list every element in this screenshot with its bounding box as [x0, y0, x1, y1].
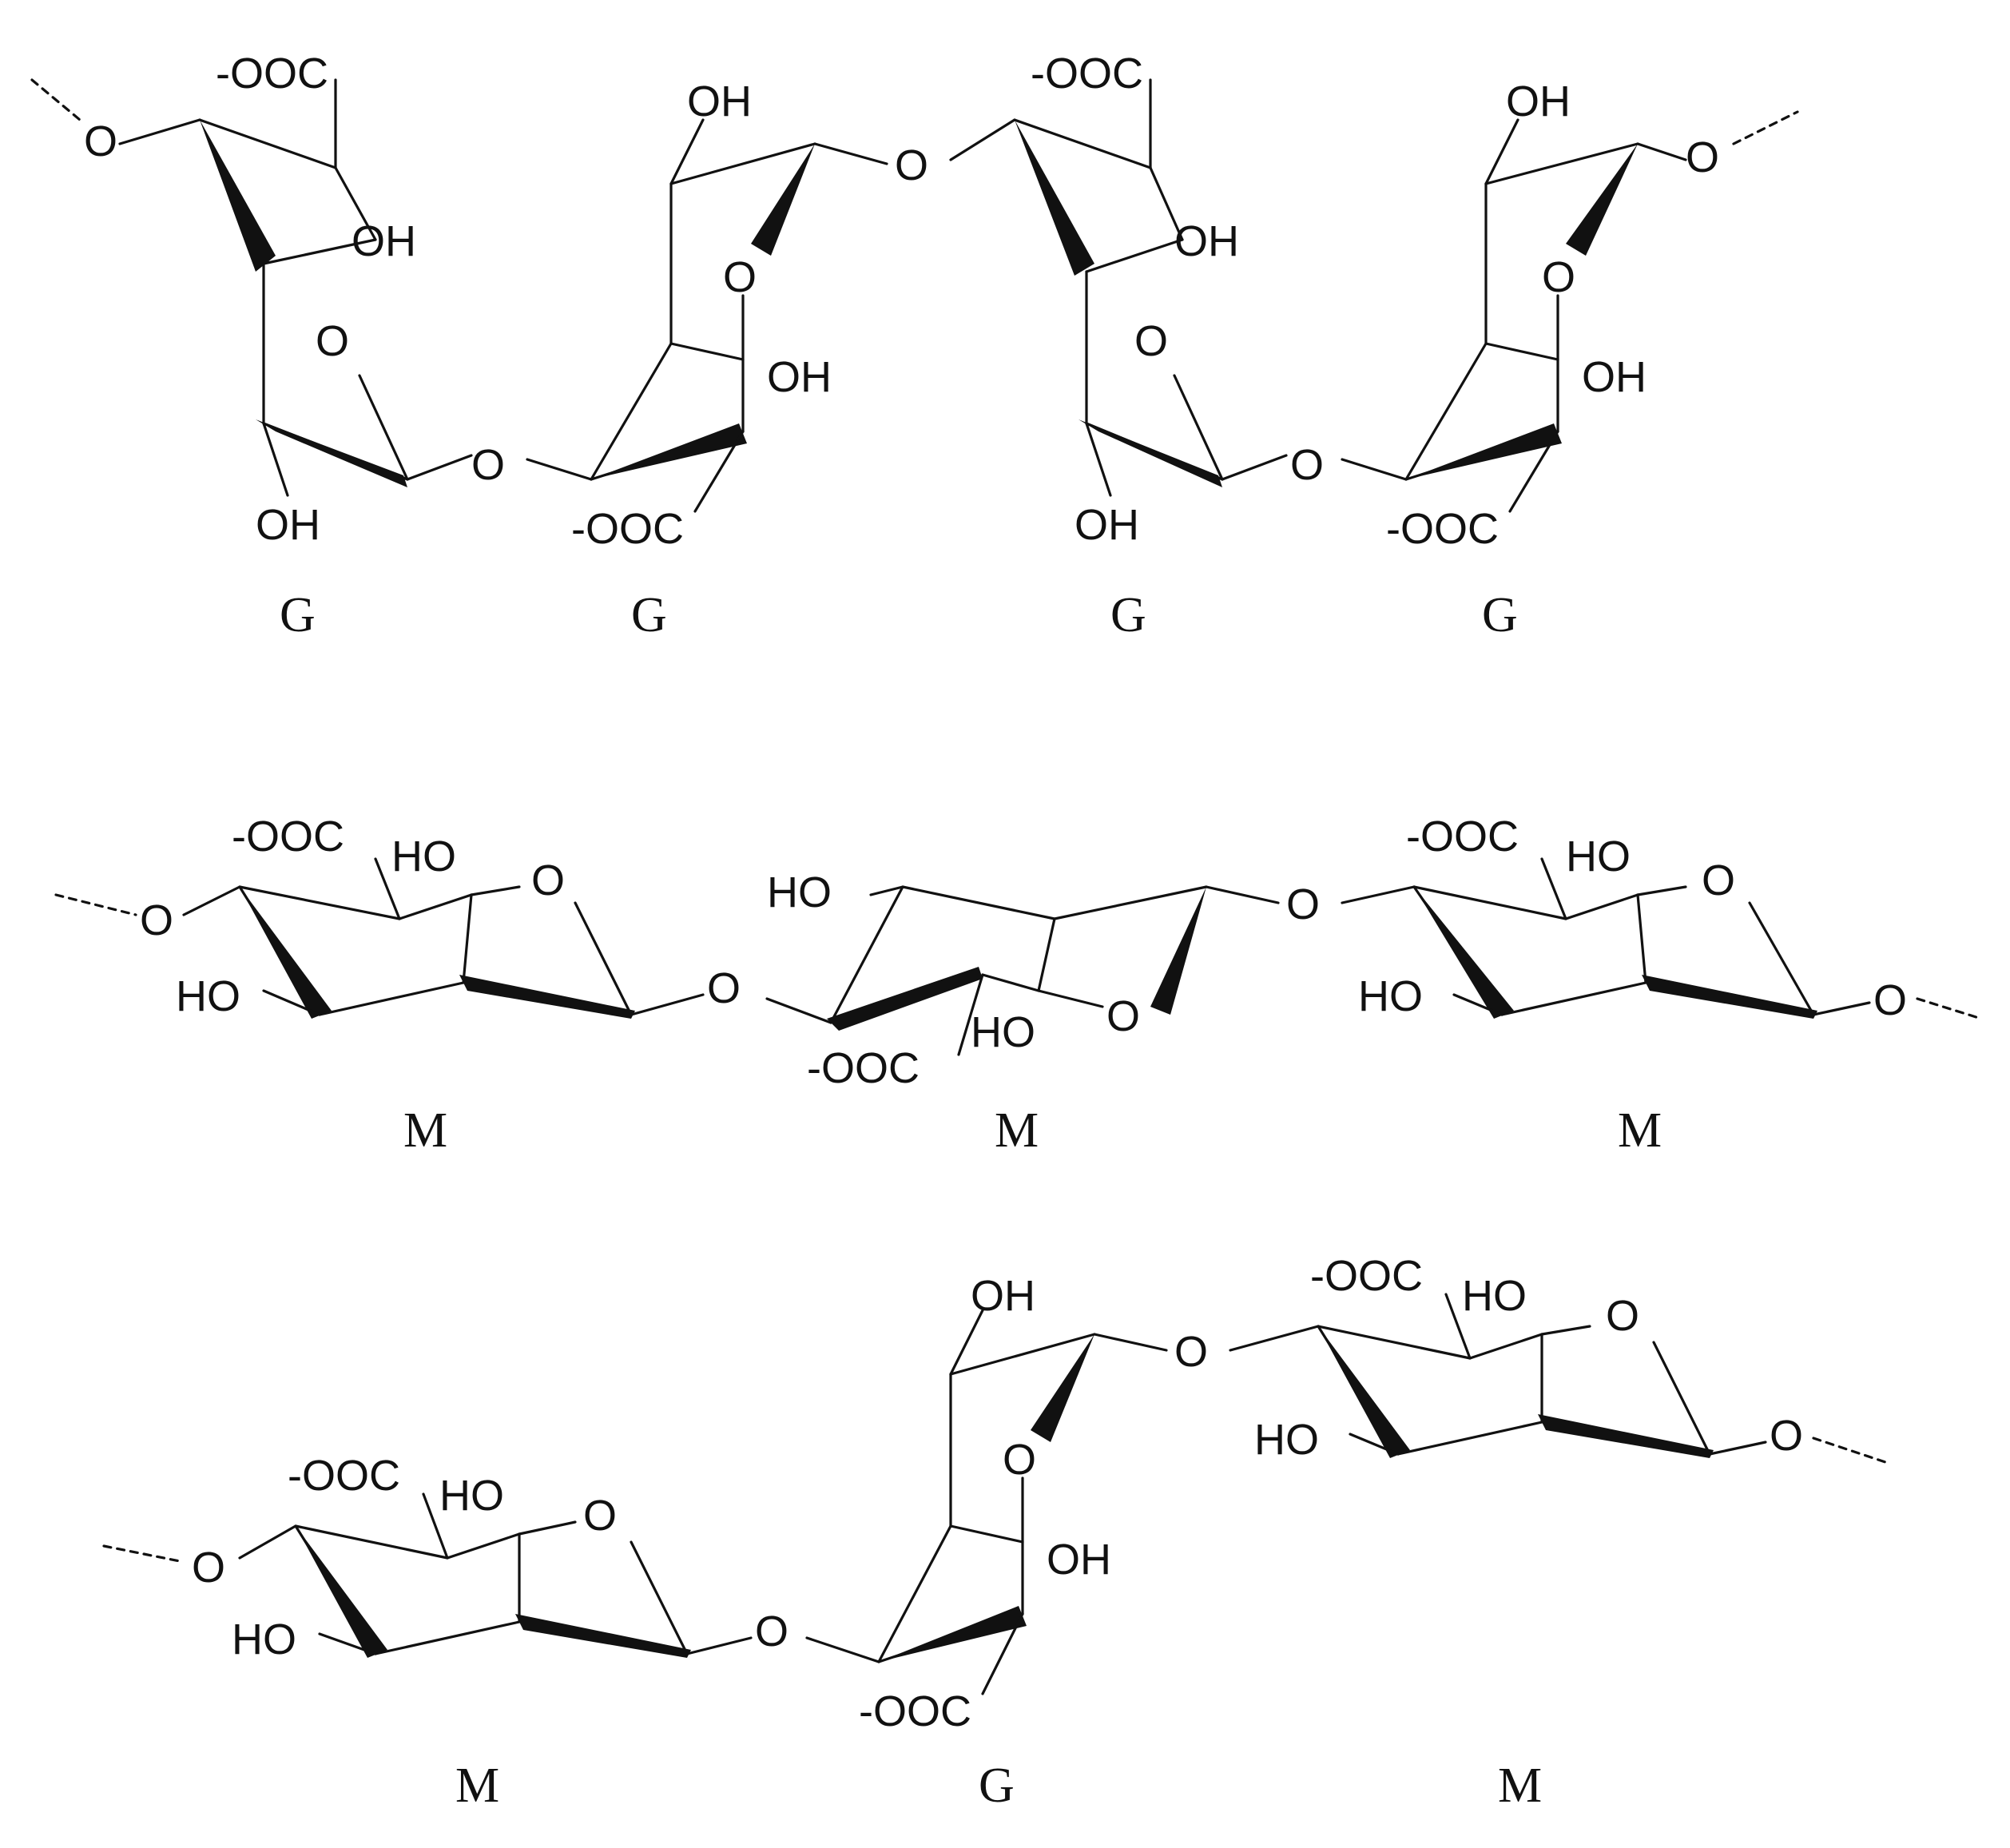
row1-residue-label-2: G: [631, 588, 667, 642]
row1-residue-label-1: G: [280, 588, 316, 642]
m2-coo-label: -OOC: [807, 1044, 920, 1092]
m3-coo-label: -OOC: [1406, 813, 1519, 860]
g-residue-1: [30, 78, 473, 497]
g1-oh-label: OH: [352, 217, 416, 265]
row-2-chain: -OOC HO O O HO O HO -OOC HO O O -OOC HO …: [54, 813, 1983, 1158]
row3-m-residue-2: [1229, 1293, 1887, 1464]
m3-ho-label: HO: [1566, 833, 1631, 880]
r3m1-ring-o: O: [583, 1492, 617, 1540]
row2-residue-label-1: M: [403, 1103, 447, 1158]
m3-ho-lower: HO: [1358, 972, 1423, 1020]
g3-coo-label: -OOC: [1031, 50, 1143, 97]
r3m1-link-o: O: [192, 1544, 225, 1592]
g4-oh-top: OH: [1506, 77, 1571, 125]
m2-ring-o: O: [1106, 992, 1140, 1040]
r3m2-coo-label: -OOC: [1310, 1252, 1423, 1300]
g34-link-o: O: [1290, 441, 1324, 489]
g-residue-4: [1341, 110, 1799, 513]
r3m2-ring-o: O: [1606, 1292, 1639, 1340]
r3m1-ho-label: HO: [439, 1472, 504, 1520]
r3g-coo-label: -OOC: [859, 1687, 971, 1735]
m-residue-3: [1341, 857, 1983, 1020]
g1-coo-label: -OOC: [216, 50, 328, 97]
row2-residue-label-3: M: [1618, 1103, 1662, 1158]
g-residue-2: [526, 118, 888, 513]
r3m1-ho-lower: HO: [232, 1616, 296, 1663]
g23-link-o: O: [895, 141, 928, 189]
m23-link-o: O: [1286, 880, 1320, 928]
g1-ring-o: O: [316, 317, 349, 365]
g3-oh-label: OH: [1174, 217, 1239, 265]
row3-g-residue: [805, 1309, 1168, 1695]
g2-oh-label: OH: [767, 353, 832, 401]
m1-coo-label: -OOC: [232, 813, 344, 860]
g1-link-o: O: [84, 117, 117, 165]
r3-m1g-link-o: O: [755, 1608, 789, 1655]
m1-ho-lower: HO: [176, 972, 240, 1020]
row2-residue-label-2: M: [995, 1103, 1039, 1158]
g1-oh-bottom: OH: [256, 501, 320, 549]
m12-link-o: O: [707, 964, 741, 1012]
row3-m-residue-1: [102, 1492, 753, 1658]
g12-link-o: O: [471, 441, 505, 489]
m3-ring-o: O: [1702, 856, 1735, 904]
g2-coo-label: -OOC: [571, 505, 684, 553]
m-residue-1: [54, 857, 705, 1019]
row3-residue-label-1: M: [455, 1759, 499, 1813]
m3-link-o: O: [1873, 976, 1907, 1024]
r3g-oh-top: OH: [971, 1272, 1035, 1320]
m2-ho-label: HO: [767, 868, 832, 916]
m2-ho-lower: HO: [971, 1008, 1035, 1056]
row3-residue-label-3: M: [1498, 1759, 1542, 1813]
g4-coo-label: -OOC: [1386, 505, 1499, 553]
row-1-chain: -OOC O OH O OH O OH O OH -OOC O -OOC OH …: [30, 50, 1799, 642]
m1-ring-o: O: [531, 856, 565, 904]
m1-link-o: O: [140, 896, 173, 944]
g4-ring-o: O: [1542, 253, 1575, 301]
row1-residue-label-3: G: [1110, 588, 1146, 642]
row1-residue-label-4: G: [1482, 588, 1518, 642]
row-3-chain: -OOC HO O O HO O OH O OH -OOC O -OOC HO …: [102, 1252, 1887, 1813]
g3-ring-o: O: [1134, 317, 1168, 365]
g4-link-o: O: [1686, 133, 1719, 181]
g2-ring-o: O: [723, 253, 757, 301]
r3m1-coo-label: -OOC: [288, 1452, 400, 1500]
m-residue-2: [765, 885, 1280, 1056]
r3g-ring-o: O: [1003, 1436, 1036, 1484]
g3-oh-bottom: OH: [1075, 501, 1139, 549]
r3m2-ho-label: HO: [1462, 1272, 1527, 1320]
g4-oh-label: OH: [1582, 353, 1647, 401]
g2-oh-top: OH: [687, 77, 752, 125]
r3m2-link-o: O: [1770, 1412, 1803, 1460]
g-residue-3: [949, 78, 1288, 497]
r3-gm2-link-o: O: [1174, 1328, 1208, 1376]
row3-residue-label-2: G: [979, 1759, 1015, 1813]
r3g-oh-label: OH: [1047, 1536, 1111, 1584]
m1-ho-label: HO: [391, 833, 456, 880]
r3m2-ho-lower: HO: [1254, 1416, 1319, 1464]
